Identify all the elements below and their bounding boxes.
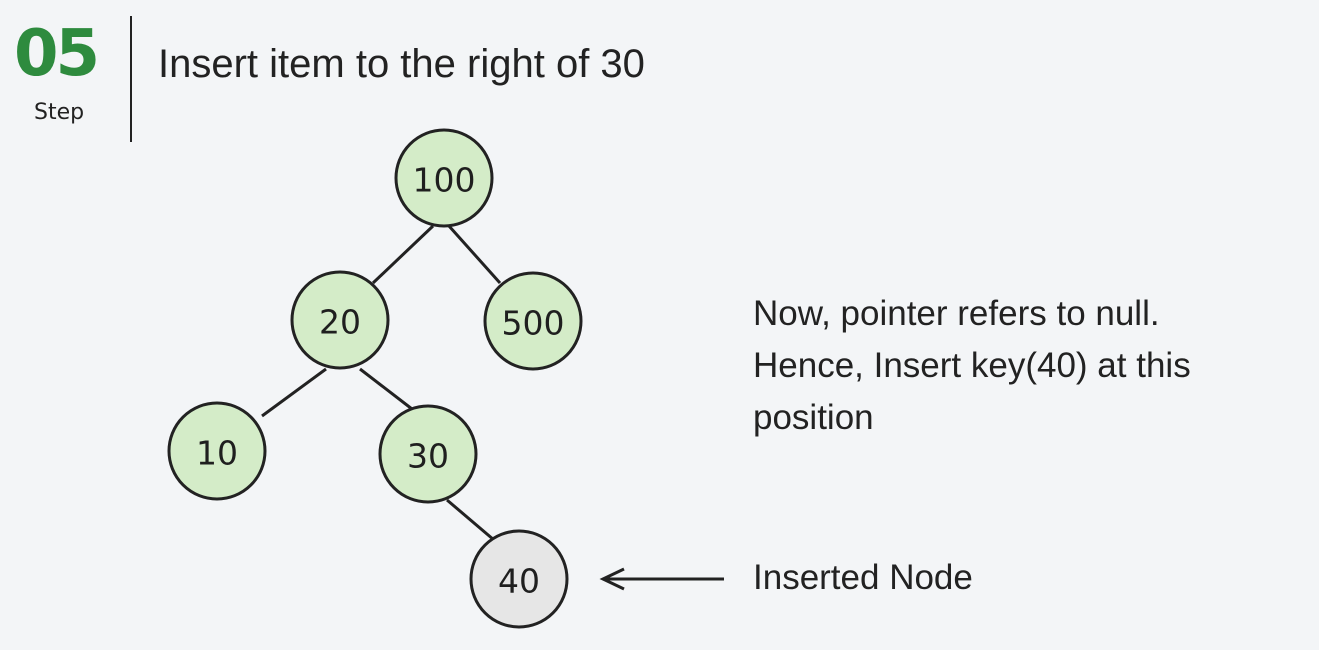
edge-100-500: [447, 224, 502, 285]
explanation-line: Hence, Insert key(40) at this: [753, 346, 1191, 385]
edge-20-30: [359, 367, 413, 411]
node-value: 10: [196, 434, 238, 473]
tree-node-40-inserted: 40: [469, 529, 569, 629]
tree-node-30: 30: [378, 404, 478, 504]
node-value: 100: [413, 161, 476, 200]
node-value: 20: [319, 303, 361, 342]
tree-node-10: 10: [167, 401, 267, 501]
tree-edges: [261, 224, 502, 542]
explanation-line: Now, pointer refers to null.: [753, 294, 1160, 333]
node-circle: [290, 270, 390, 370]
step-label: Step: [34, 100, 85, 125]
edge-100-20: [371, 224, 435, 285]
step-divider: [130, 16, 132, 142]
inserted-node-label: Inserted Node: [753, 558, 973, 597]
step-number: 05: [14, 17, 100, 91]
explanation-line: position: [753, 398, 874, 437]
node-value: 30: [407, 437, 449, 476]
node-circle: [469, 529, 569, 629]
tree-node-20: 20: [290, 270, 390, 370]
tree-node-500: 500: [483, 271, 583, 371]
node-circle: [483, 271, 583, 371]
node-circle: [167, 401, 267, 501]
arrow-head: [599, 567, 625, 591]
node-circle: [378, 404, 478, 504]
node-value: 500: [502, 304, 565, 343]
explanation-text: Now, pointer refers to null. Hence, Inse…: [753, 288, 1191, 444]
tree-node-100: 100: [394, 128, 494, 228]
arrow-left-icon: [599, 567, 724, 591]
edge-20-10: [261, 367, 327, 418]
node-circle: [394, 128, 494, 228]
step-title: Insert item to the right of 30: [158, 42, 645, 86]
edge-30-40: [446, 498, 495, 542]
node-value: 40: [498, 562, 540, 601]
